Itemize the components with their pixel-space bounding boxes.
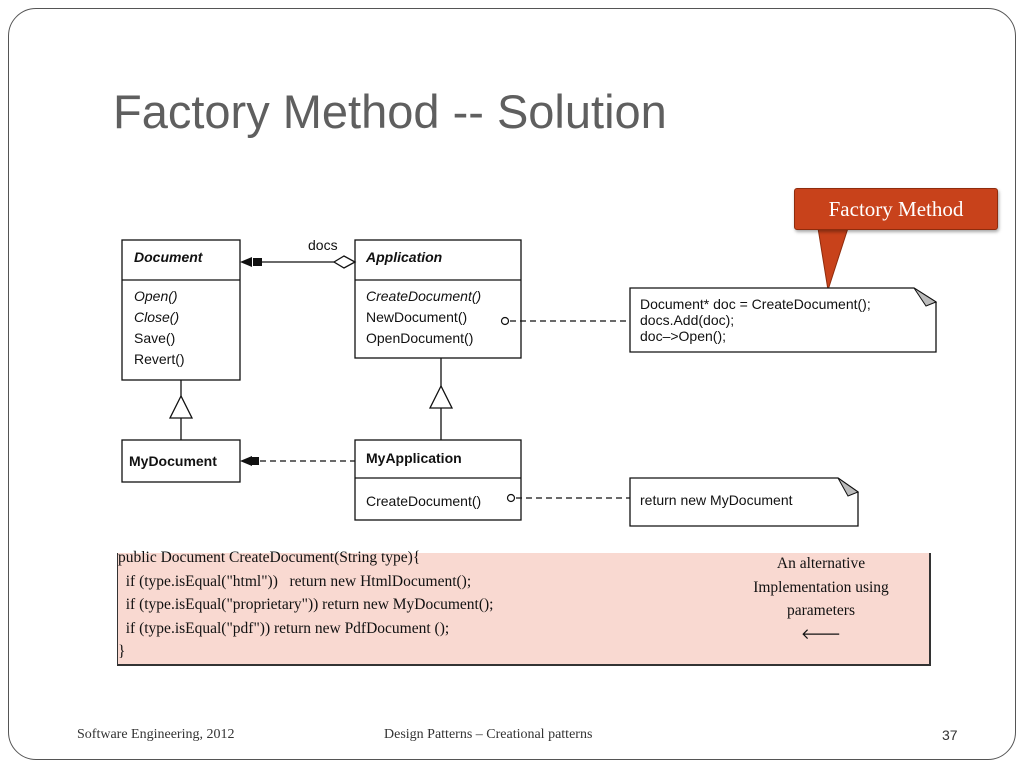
class-document: Document Open() Close() Save() Revert(): [121, 239, 241, 381]
callout-pointer: [817, 227, 849, 291]
code-block: public Document CreateDocument(String ty…: [118, 546, 708, 664]
class-mydocument: MyDocument: [121, 439, 241, 483]
dependency-mydocument: [240, 456, 355, 466]
code-line: }: [118, 643, 126, 660]
class-application-name: Application: [365, 249, 442, 265]
class-application-op: OpenDocument(): [366, 330, 473, 346]
class-document-op: Save(): [134, 330, 175, 346]
slide-frame: [8, 8, 1016, 760]
note2-connector: [506, 493, 630, 503]
inheritance-document: [168, 380, 194, 440]
code-line: public Document CreateDocument(String ty…: [118, 549, 421, 566]
code-line: if (type.isEqual("proprietary")) return …: [118, 596, 494, 613]
class-application-op: NewDocument(): [366, 309, 467, 325]
association-docs: docs: [240, 237, 357, 269]
code-line: if (type.isEqual("pdf")) return new PdfD…: [118, 619, 450, 637]
alternative-line: An alternative: [776, 555, 866, 572]
note-createdocument-impl: Document* doc = CreateDocument(); docs.A…: [629, 287, 938, 353]
class-myapplication-name: MyApplication: [366, 450, 462, 466]
factory-method-callout: Factory Method: [794, 188, 998, 230]
class-document-op: Close(): [134, 309, 179, 325]
note1-line: doc–>Open();: [640, 328, 726, 344]
code-box: [117, 553, 931, 666]
class-myapplication: MyApplication CreateDocument(): [354, 439, 522, 521]
note1-line: docs.Add(doc);: [640, 312, 734, 328]
arrow-left-icon: 🡐: [800, 624, 842, 643]
code-line: if (type.isEqual("html")) return new Htm…: [118, 572, 472, 590]
footer-course: Software Engineering, 2012: [77, 727, 235, 742]
page-number: 37: [942, 727, 958, 743]
slide-title: Factory Method -- Solution: [113, 85, 667, 138]
class-document-name: Document: [134, 249, 204, 265]
footer-topic: Design Patterns – Creational patterns: [384, 727, 593, 742]
note1-line: Document* doc = CreateDocument();: [640, 296, 871, 312]
alternative-note: An alternative Implementation using para…: [712, 552, 930, 646]
association-label: docs: [308, 237, 338, 253]
class-mydocument-name: MyDocument: [129, 453, 217, 469]
inheritance-application: [428, 358, 454, 440]
alternative-line: Implementation using: [753, 578, 889, 596]
note-mycreatedocument-impl: return new MyDocument: [629, 477, 860, 527]
class-document-op: Open(): [134, 288, 178, 304]
class-application-op: CreateDocument(): [366, 288, 481, 304]
alternative-line: parameters: [787, 602, 855, 619]
class-myapplication-op: CreateDocument(): [366, 493, 481, 509]
note2-line: return new MyDocument: [640, 492, 793, 508]
class-document-op: Revert(): [134, 351, 185, 367]
class-application: Application CreateDocument() NewDocument…: [354, 239, 522, 359]
note1-connector: [500, 316, 630, 326]
